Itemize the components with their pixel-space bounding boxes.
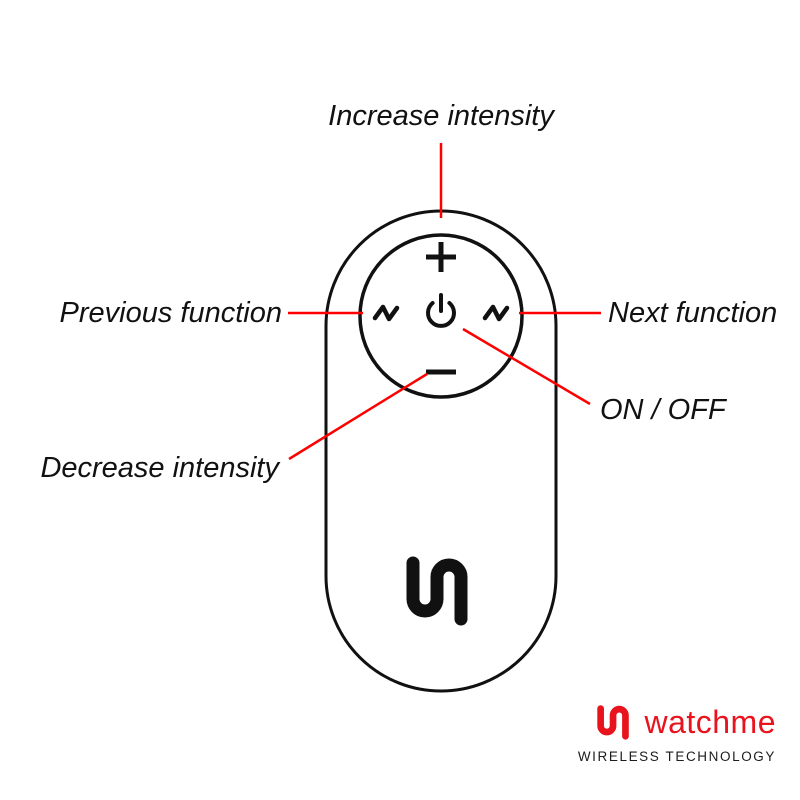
label-next-function: Next function (608, 297, 778, 329)
callout-line-onoff (462, 327, 591, 406)
brand-tagline: WIRELESS TECHNOLOGY (577, 749, 776, 764)
power-icon (426, 293, 456, 328)
watchme-logo-icon (597, 705, 630, 740)
wave-icon-previous (372, 304, 400, 322)
watchme-logo-device (406, 556, 468, 626)
label-decrease-intensity: Decrease intensity (40, 452, 279, 484)
label-on-off: ON / OFF (600, 394, 726, 426)
label-previous-function: Previous function (59, 297, 282, 329)
brand-name: watchme (644, 704, 776, 740)
wave-icon-next (482, 304, 510, 322)
callout-line-decrease (288, 372, 428, 461)
label-increase-intensity: Increase intensity (328, 100, 554, 132)
control-circle (358, 233, 524, 399)
brand-block: watchme WIRELESS TECHNOLOGY (578, 699, 776, 764)
brand-row: watchme (593, 699, 776, 745)
power-arc (426, 301, 456, 328)
plus-icon (426, 242, 456, 272)
watchme-logo-mark (597, 705, 630, 740)
